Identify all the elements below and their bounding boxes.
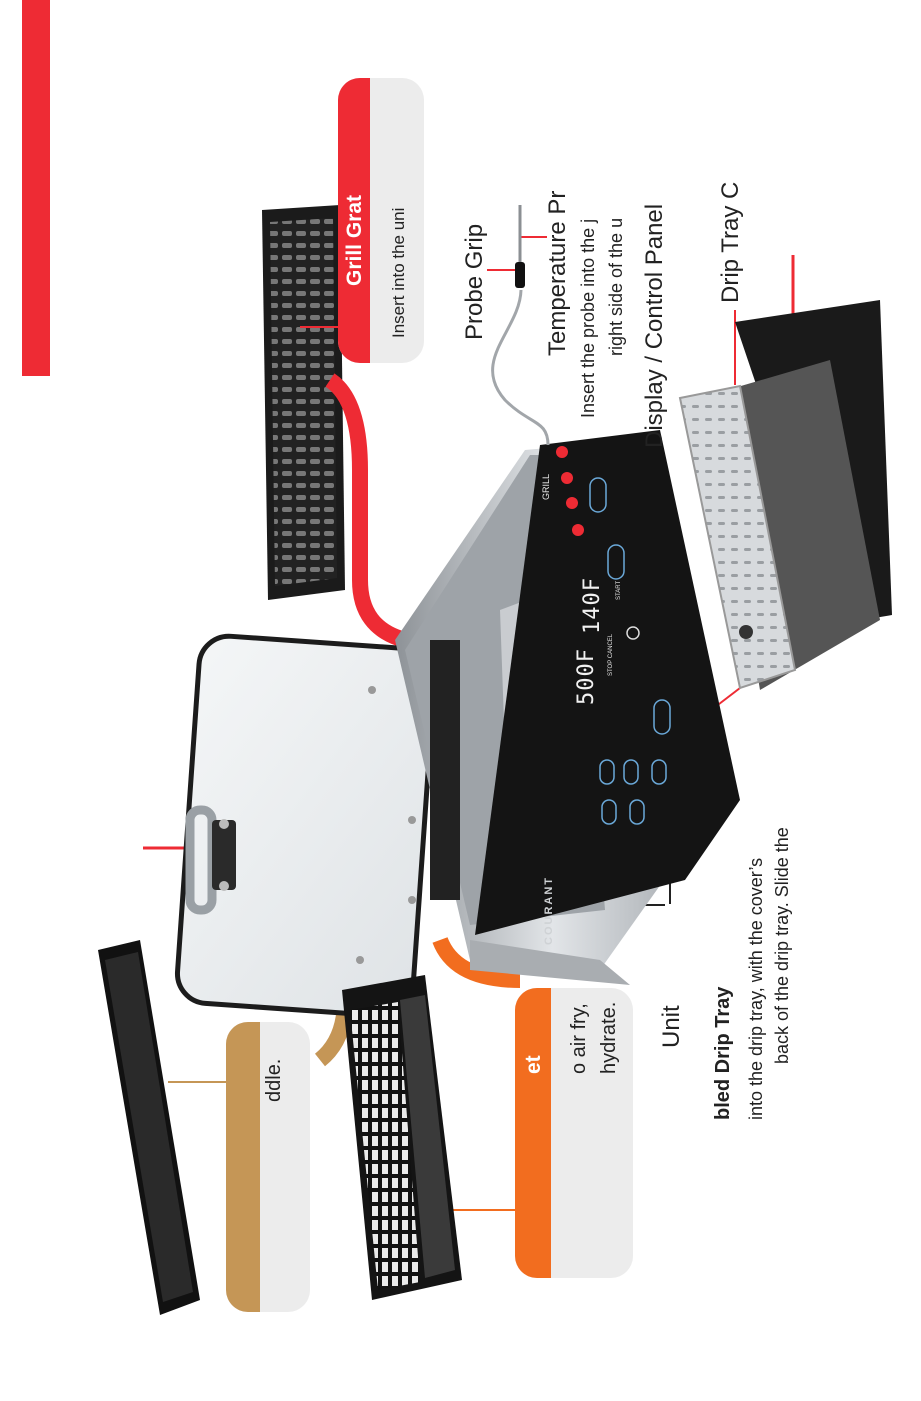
grill-mode-label: GRILL xyxy=(541,473,551,500)
display-panel-label: Display / Control Panel xyxy=(641,203,668,448)
griddle-text: ddle. xyxy=(263,1058,285,1102)
start-label: START xyxy=(616,580,622,600)
basket-text-line1: o air fry, xyxy=(568,1003,590,1074)
unit-label: Unit xyxy=(658,1005,685,1048)
temperature-probe-drawing xyxy=(491,205,550,446)
temperature-probe-line1: Insert the probe into the j xyxy=(578,218,598,418)
drip-tray-title: bled Drip Tray xyxy=(712,986,734,1120)
grill-grate-text: Insert into the uni xyxy=(389,207,408,338)
drip-tray-text-line1: into the drip tray, with the cover’s xyxy=(746,857,766,1120)
griddle-callout xyxy=(226,1022,310,1312)
display-temp-right: 140F xyxy=(580,577,605,634)
display-temp-left: 500F xyxy=(574,648,599,705)
probe-grip-label: Probe Grip xyxy=(461,223,488,340)
power-icon xyxy=(626,626,640,640)
griddle-drawing xyxy=(98,940,200,1315)
brand-logo: COURANT xyxy=(543,876,555,945)
drip-tray-drawing xyxy=(678,300,892,690)
grill-unit-drawing xyxy=(395,430,740,985)
grill-grate-drawing xyxy=(262,205,345,600)
basket-text-line2: hydrate. xyxy=(598,1001,620,1074)
glass-lid-drawing xyxy=(174,633,438,1019)
basket-callout xyxy=(515,988,633,1278)
control-panel-graphics xyxy=(589,477,671,825)
stop-cancel-label: STOP CANCEL xyxy=(608,633,614,676)
temperature-probe-line2: right side of the u xyxy=(606,217,626,356)
grill-grate-title: Grill Grat xyxy=(343,194,366,286)
grill-grate-callout xyxy=(338,78,424,363)
flame-icons xyxy=(556,446,584,536)
air-fry-basket-drawing xyxy=(342,975,462,1300)
drip-tray-text-line2: back of the drip tray. Slide the xyxy=(772,827,792,1064)
header-band xyxy=(22,0,50,376)
temperature-probe-title: Temperature Pr xyxy=(544,190,571,356)
drip-tray-cover-label: Drip Tray C xyxy=(717,181,744,303)
basket-title: et xyxy=(522,1055,545,1074)
